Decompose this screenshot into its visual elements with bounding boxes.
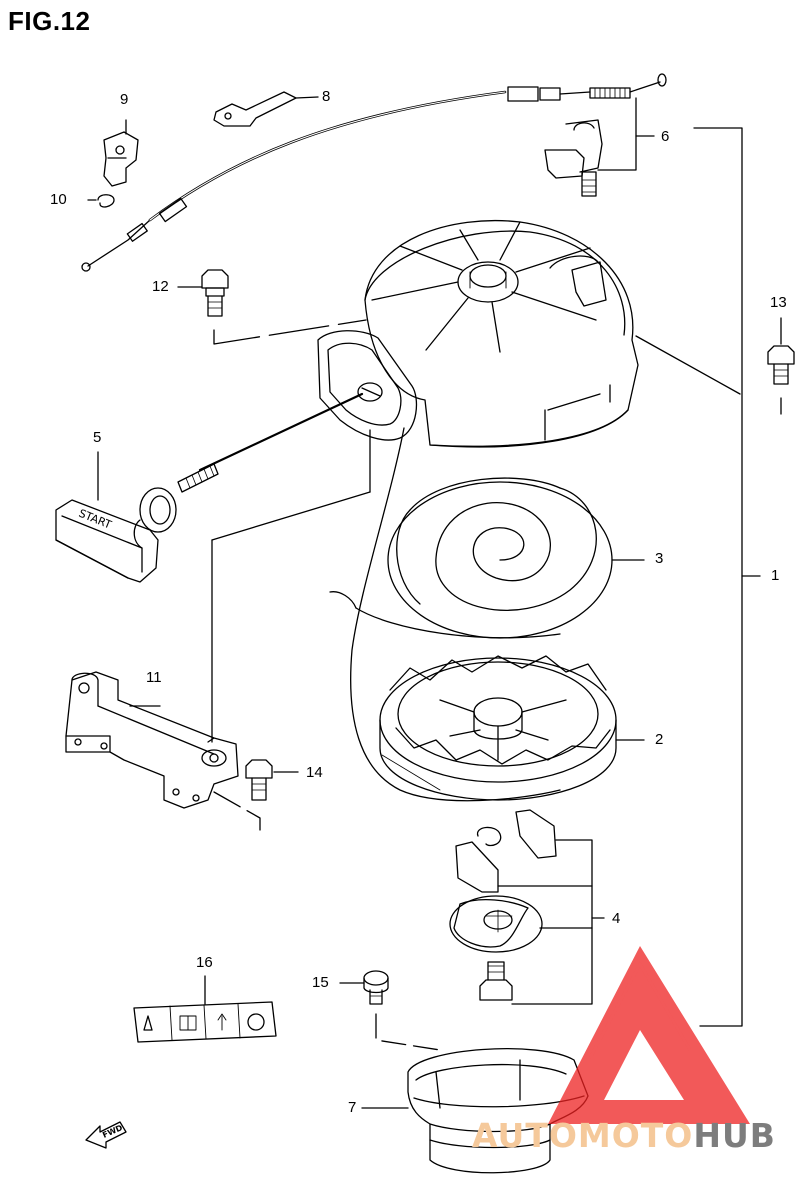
callout-8: 8 bbox=[322, 88, 331, 105]
callout-10: 10 bbox=[50, 191, 67, 208]
callout-16: 16 bbox=[196, 954, 213, 971]
callout-2: 2 bbox=[655, 731, 664, 748]
fwd-direction-arrow bbox=[85, 1121, 127, 1149]
callout-11: 11 bbox=[146, 669, 162, 686]
watermark-part2: HUB bbox=[693, 1116, 776, 1155]
part-11-bracket bbox=[65, 429, 371, 809]
part-15-screw bbox=[339, 970, 441, 1051]
part-3-recoil-spring bbox=[329, 477, 645, 639]
cable-assembly bbox=[81, 73, 667, 272]
part-1-leader bbox=[693, 127, 743, 1027]
part-4-ratchet-set bbox=[449, 809, 605, 1005]
figure-title: FIG.12 bbox=[8, 6, 91, 36]
callout-3: 3 bbox=[655, 550, 664, 567]
part-5-start-handle bbox=[55, 451, 177, 583]
callout-6: 6 bbox=[661, 128, 670, 145]
watermark-part1: AUTOMOTO bbox=[472, 1116, 694, 1155]
part-6-cable-clamp bbox=[544, 97, 655, 197]
part-10-clip bbox=[87, 194, 115, 208]
callout-13: 13 bbox=[770, 294, 787, 311]
watermark-text: AUTOMOTOHUB bbox=[472, 1116, 776, 1155]
part-9-clamp bbox=[103, 119, 139, 187]
callout-15: 15 bbox=[312, 974, 329, 991]
part-16-caution-label bbox=[133, 975, 277, 1043]
callout-12: 12 bbox=[152, 278, 169, 295]
callout-14: 14 bbox=[306, 764, 323, 781]
part-8-bracket bbox=[213, 91, 319, 127]
handle-start-text: START bbox=[77, 507, 114, 532]
part-14-bolt bbox=[213, 759, 299, 831]
recoil-starter-housing bbox=[364, 219, 639, 448]
callout-5: 5 bbox=[93, 429, 102, 446]
starter-rope bbox=[177, 392, 561, 802]
automotohub-logo bbox=[548, 946, 750, 1124]
part-12-bolt bbox=[177, 269, 367, 345]
callout-9: 9 bbox=[120, 91, 129, 108]
part-13-bolt bbox=[635, 317, 795, 415]
callout-1: 1 bbox=[771, 567, 780, 584]
rope-guide bbox=[317, 330, 418, 441]
callout-7: 7 bbox=[348, 1099, 357, 1116]
part-2-reel bbox=[379, 655, 645, 801]
callout-4: 4 bbox=[612, 910, 621, 927]
